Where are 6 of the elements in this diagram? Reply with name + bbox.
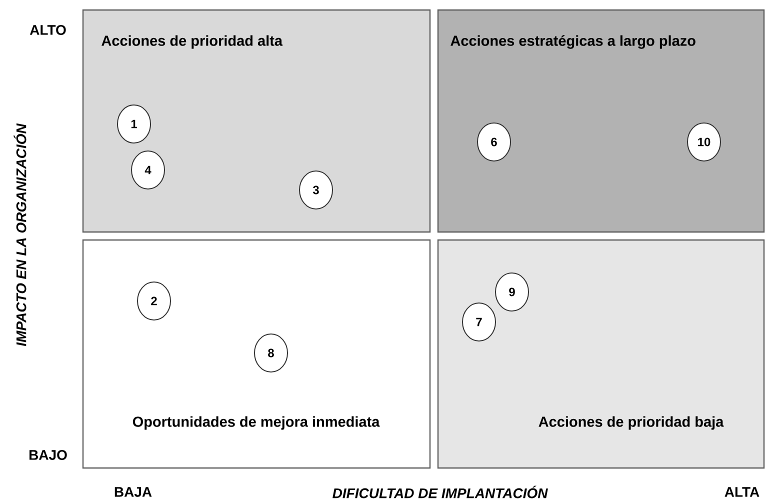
axis-level-label: ALTA [724,487,760,497]
axis-title: DIFICULTAD DE IMPLANTACIÓN [332,486,548,498]
axis-title: IMPACTO EN LA ORGANIZACIÓN [14,123,26,346]
axis-level-label: BAJA [114,487,152,497]
axis-level-label: BAJO [30,450,67,460]
axis-level-label: ALTO [30,25,66,35]
